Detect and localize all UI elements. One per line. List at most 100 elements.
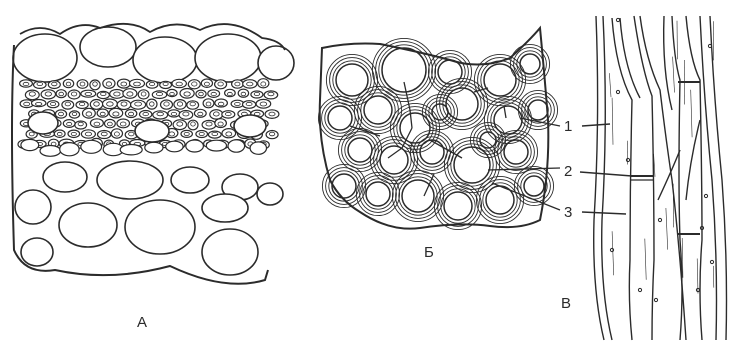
small-cell-lumen: [206, 102, 211, 106]
fiber-wall: [602, 16, 612, 340]
cell-wall-layer: [521, 173, 547, 199]
small-cell-lumen: [163, 82, 168, 85]
small-cell-lumen: [177, 122, 183, 126]
small-cell-lumen: [79, 102, 84, 105]
cell-wall-layer: [441, 189, 475, 223]
fiber-striation: [691, 90, 692, 138]
small-cell-lumen: [213, 112, 219, 116]
small-cell-lumen: [169, 132, 175, 136]
fiber-wall: [686, 120, 700, 200]
small-cell-lumen: [114, 132, 119, 136]
cell-wall-layer: [377, 143, 411, 177]
cell-wall-layer: [322, 100, 359, 137]
small-cell-lumen: [269, 112, 275, 116]
pit-dot: [626, 158, 629, 161]
cell-wall-layer: [443, 85, 481, 123]
small-cell-lumen: [134, 82, 141, 86]
small-cell: [40, 146, 61, 157]
small-cell-lumen: [211, 92, 216, 95]
pit-dot: [638, 288, 641, 291]
small-cell-lumen: [269, 132, 274, 136]
small-cell-lumen: [127, 92, 133, 96]
small-cell-lumen: [85, 132, 91, 136]
cell-wall-layer: [514, 48, 547, 81]
cell-wall-layer: [363, 179, 393, 209]
cell-wall-layer: [370, 136, 417, 183]
pit-dot: [610, 248, 613, 251]
cell-wall-layer: [438, 60, 462, 84]
small-cell: [228, 140, 245, 152]
small-cell-lumen: [254, 92, 259, 95]
cell-wall-layer: [376, 42, 433, 99]
fiber-striation: [666, 208, 668, 250]
small-cell-lumen: [184, 92, 190, 96]
small-cell-lumen: [226, 132, 232, 136]
small-cell-lumen: [129, 132, 134, 136]
pore-canal: [504, 106, 506, 118]
small-cell-lumen: [120, 122, 126, 126]
pit-dot: [616, 90, 619, 93]
panel-c-label: В: [561, 295, 571, 312]
small-cell-lumen: [29, 132, 34, 136]
cell: [202, 194, 248, 222]
small-cell: [186, 140, 204, 152]
pit-dot: [616, 18, 619, 21]
cell: [43, 162, 87, 192]
small-cell-lumen: [114, 92, 120, 96]
callout-leader-3: [492, 183, 560, 210]
small-cell-lumen: [241, 92, 246, 96]
small-cell-lumen: [65, 102, 70, 106]
pit-dot: [710, 260, 713, 263]
fiber-wall: [672, 16, 682, 340]
small-cell-lumen: [177, 102, 182, 106]
small-cell-lumen: [199, 92, 204, 96]
cell: [257, 183, 283, 205]
small-cell-lumen: [36, 102, 42, 105]
callout-3-label: 3: [564, 204, 572, 221]
cell: [125, 200, 195, 254]
small-cell-lumen: [106, 82, 111, 86]
cell-wall-layer: [380, 146, 408, 174]
small-cell-lumen: [218, 122, 223, 126]
small-cell-lumen: [268, 92, 274, 96]
fiber-wall: [620, 18, 640, 98]
small-cell-lumen: [199, 132, 204, 135]
small-cell-lumen: [164, 102, 169, 106]
fiber-striation: [612, 231, 614, 275]
fiber-wall: [612, 18, 632, 340]
small-cell-lumen: [71, 92, 76, 96]
cell-wall-layer: [520, 54, 540, 74]
small-cell-lumen: [101, 92, 106, 95]
small-cell-lumen: [86, 112, 92, 116]
small-cell: [206, 140, 226, 151]
small-cell: [145, 142, 163, 153]
cell: [59, 203, 117, 247]
small-cell-lumen: [184, 132, 189, 135]
cell-wall-layer: [348, 138, 372, 162]
cell-wall-layer: [366, 182, 390, 206]
small-cell-lumen: [59, 112, 64, 116]
cell-wall-layer: [528, 100, 548, 120]
small-cell-lumen: [150, 102, 155, 106]
cell-wall-layer: [476, 176, 523, 223]
small-cell-lumen: [51, 102, 56, 105]
small-cell-lumen: [191, 122, 196, 126]
small-cell: [81, 140, 102, 153]
cell-wall-layer: [524, 176, 544, 196]
small-cell-lumen: [206, 122, 212, 126]
panel-b-label: Б: [424, 244, 434, 261]
cell-wall-layer: [420, 140, 444, 164]
cell-wall-layer: [504, 140, 528, 164]
small-cell-lumen: [156, 92, 162, 95]
small-cell-lumen: [93, 82, 98, 86]
small-cell-lumen: [107, 102, 114, 106]
small-cell-lumen: [94, 122, 100, 126]
cell-wall-layer: [470, 122, 505, 157]
small-cell-lumen: [37, 82, 43, 85]
pit-dot: [654, 298, 657, 301]
small-cell-lumen: [235, 102, 241, 105]
small-cell-lumen: [45, 92, 51, 96]
concentric-wall-cells: [318, 38, 557, 229]
fiber-wall: [700, 16, 717, 340]
small-cell-lumen: [101, 132, 107, 136]
